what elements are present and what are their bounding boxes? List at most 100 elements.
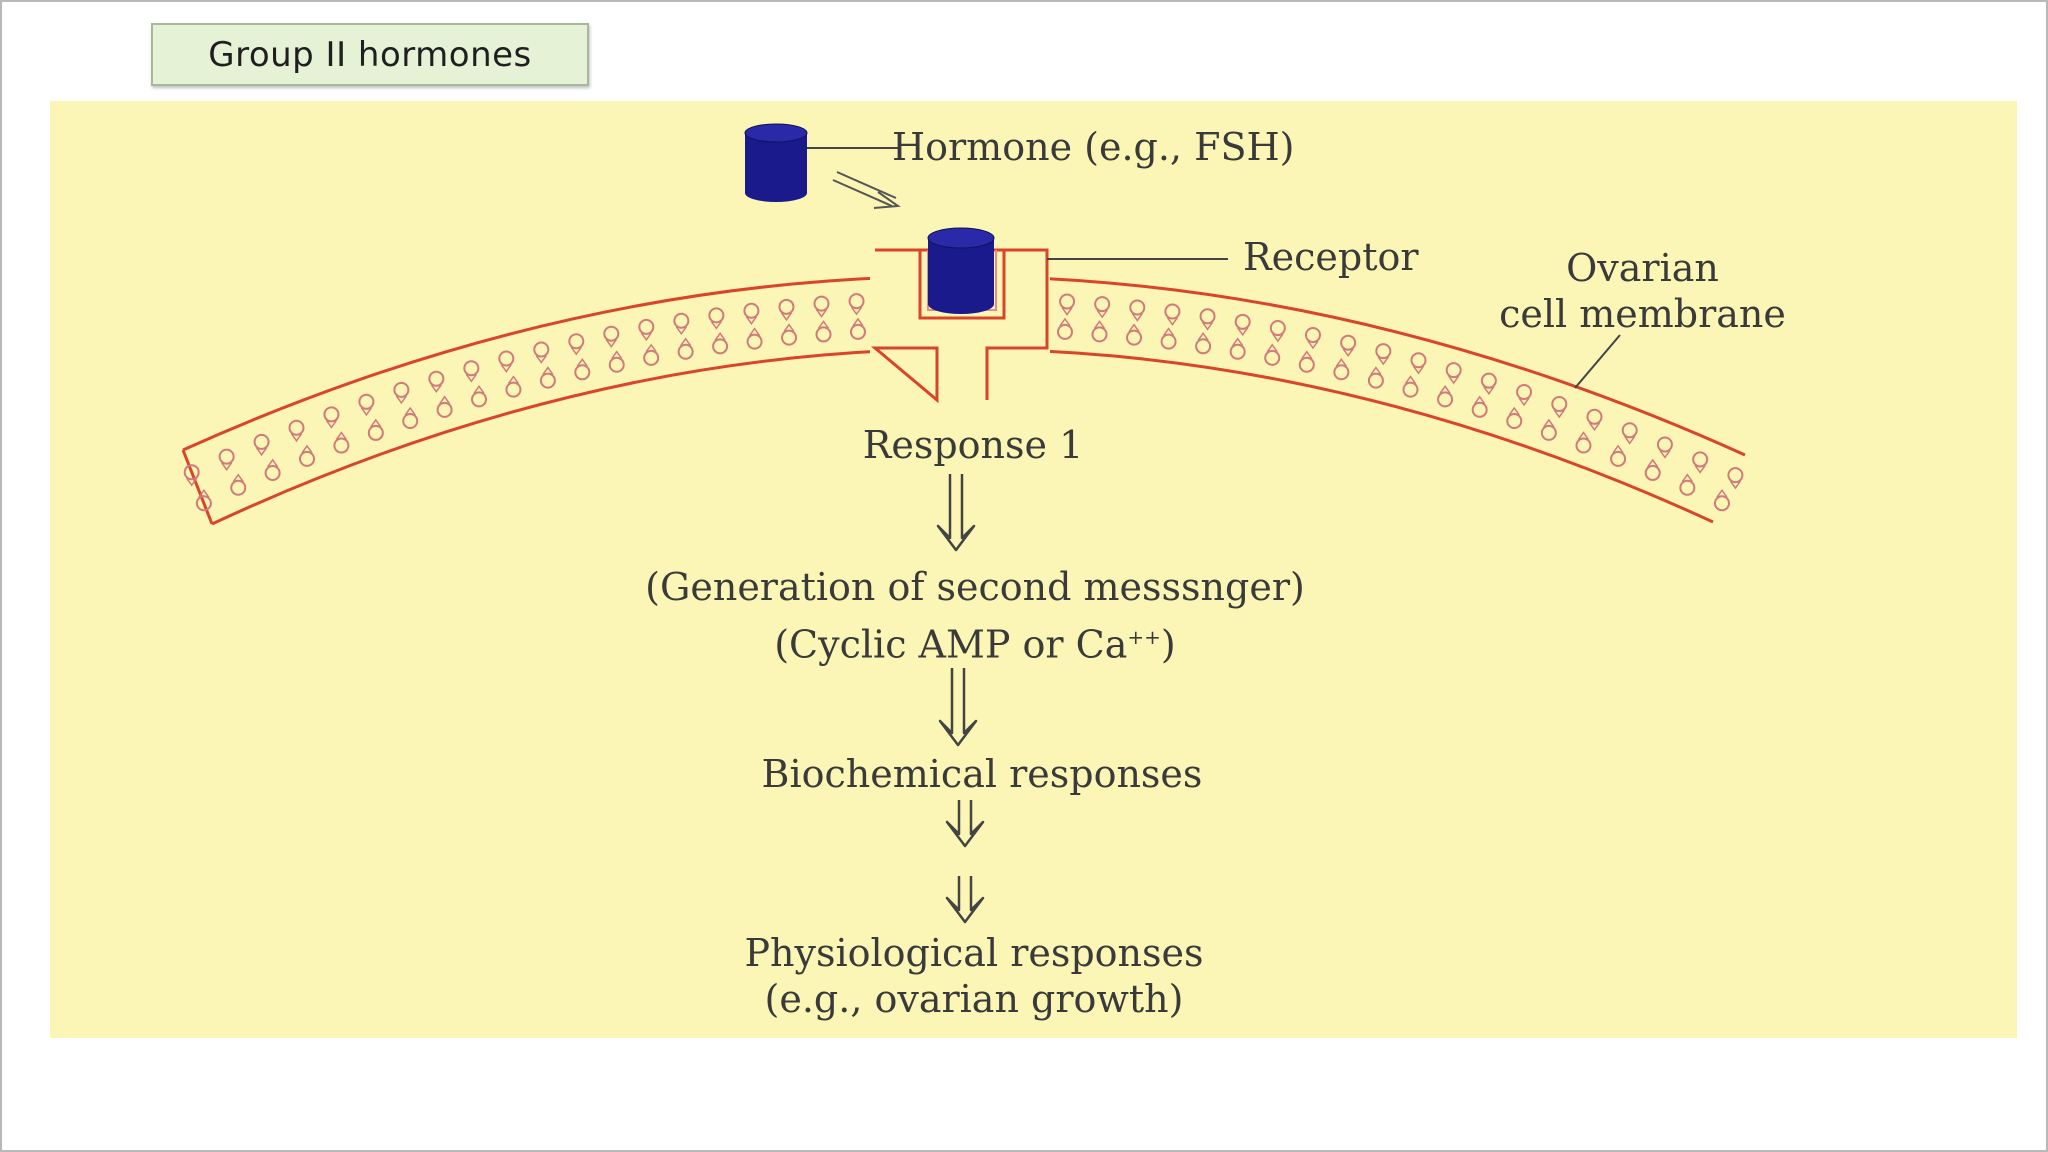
lipid-tail [198, 488, 210, 498]
lipid-tail [430, 384, 442, 393]
lipid-tail [290, 433, 303, 443]
lipid-head [230, 479, 247, 496]
lipid-head [1480, 372, 1497, 389]
lipid-tail [301, 444, 313, 454]
physiological-responses-label: Physiological responses (e.g., ovarian g… [660, 930, 1288, 1022]
lipid-tail [1681, 473, 1693, 483]
lipid-tail [1237, 327, 1249, 337]
lipid-head [1199, 308, 1216, 325]
lipid-head [1298, 356, 1315, 373]
second-messenger-label: (Generation of second messsnger) (Cyclic… [560, 562, 1390, 670]
down-arrow-icon [945, 876, 985, 924]
lipid-head [288, 419, 305, 436]
lipid-tail [815, 309, 828, 318]
lipid-head [1506, 412, 1523, 429]
lipid-tail [640, 332, 652, 342]
lipid-head [1644, 464, 1661, 481]
lipid-head [436, 401, 453, 418]
lipid-head [299, 450, 316, 467]
lipid-head [358, 393, 375, 410]
lipid-head [1234, 313, 1251, 330]
lipid-head [393, 381, 410, 398]
lipid-head [1410, 352, 1427, 369]
lipid-tail [714, 332, 726, 341]
lipid-tail [783, 323, 795, 333]
lipid-head [333, 437, 350, 454]
lipid-head [428, 370, 445, 387]
lipid-tail [1131, 313, 1143, 322]
down-arrow-icon [945, 800, 985, 848]
lipid-head [849, 323, 866, 340]
lipid-tail [1612, 444, 1624, 454]
calcium-charge-superscript: ++ [1127, 625, 1161, 649]
lipid-tail [570, 346, 582, 356]
lipid-head [1437, 391, 1454, 408]
lipid-head [608, 356, 625, 373]
lipid-head [218, 448, 235, 465]
lipid-head [1445, 362, 1462, 379]
receptor-binding-pocket [918, 250, 1006, 320]
lipid-head [815, 326, 832, 343]
lipid-tail [1553, 409, 1565, 419]
lipid-tail [1543, 418, 1555, 428]
lipid-tail [780, 312, 793, 322]
lipid-head [183, 464, 200, 481]
lipid-head [402, 413, 419, 430]
lipid-head [677, 343, 694, 360]
lipid-head [1160, 333, 1177, 350]
lipid-head [1304, 327, 1321, 344]
lipid-head [848, 293, 865, 310]
lipid-head [1692, 451, 1709, 468]
lipid-tail [473, 385, 485, 394]
physiological-responses-line1: Physiological responses [744, 931, 1204, 975]
lipid-head [533, 341, 550, 358]
lipid-head [1713, 495, 1730, 512]
lipid-head [1586, 408, 1603, 425]
lipid-head [1516, 383, 1533, 400]
receptor-label: Receptor [1243, 235, 1419, 279]
membrane-left-cap [181, 449, 214, 525]
lipid-head [568, 333, 585, 350]
lipid-tail [221, 462, 233, 471]
lipid-head [1551, 396, 1568, 413]
lipid-head [264, 464, 281, 481]
lipid-head [1621, 422, 1638, 439]
lipid-head [712, 338, 729, 355]
lipid-tail [1377, 356, 1389, 366]
lipid-tail [325, 419, 338, 429]
lipid-head [743, 302, 760, 319]
lipid-tail [852, 317, 864, 327]
lipid-tail [1301, 350, 1313, 360]
lipid-bilayer [183, 293, 1744, 512]
second-messenger-line2: (Cyclic AMP or Ca++) [560, 612, 1390, 670]
lipid-tail [645, 343, 657, 353]
lipid-head [1679, 479, 1696, 496]
lipid-head [673, 312, 690, 329]
lipid-tail [1624, 435, 1636, 445]
lipid-head [1540, 424, 1557, 441]
lipid-tail [267, 458, 279, 468]
lipid-head [471, 391, 488, 408]
lipid-tail [1412, 365, 1425, 375]
lipid-head [463, 360, 480, 377]
lipid-head [708, 307, 725, 324]
lipid-head [643, 349, 660, 366]
lipid-tail [1096, 309, 1108, 319]
lipid-tail [1335, 357, 1347, 367]
second-messenger-line2-prefix: (Cyclic AMP or Ca [774, 622, 1128, 667]
lipid-tail [817, 320, 830, 329]
binding-arrow-icon [832, 171, 901, 209]
lipid-tail [1508, 406, 1520, 416]
lipid-tail [1370, 366, 1382, 376]
lipid-head [1727, 467, 1744, 484]
lipid-head [603, 325, 620, 342]
lipid-head [574, 364, 591, 381]
response-1-label: Response 1 [862, 423, 1084, 467]
lipid-tail [1166, 317, 1179, 326]
lipid-head [1656, 436, 1673, 453]
hormone-icon [744, 123, 808, 202]
lipid-tail [710, 320, 722, 330]
lipid-head [813, 295, 830, 312]
lipid-tail [404, 406, 416, 416]
